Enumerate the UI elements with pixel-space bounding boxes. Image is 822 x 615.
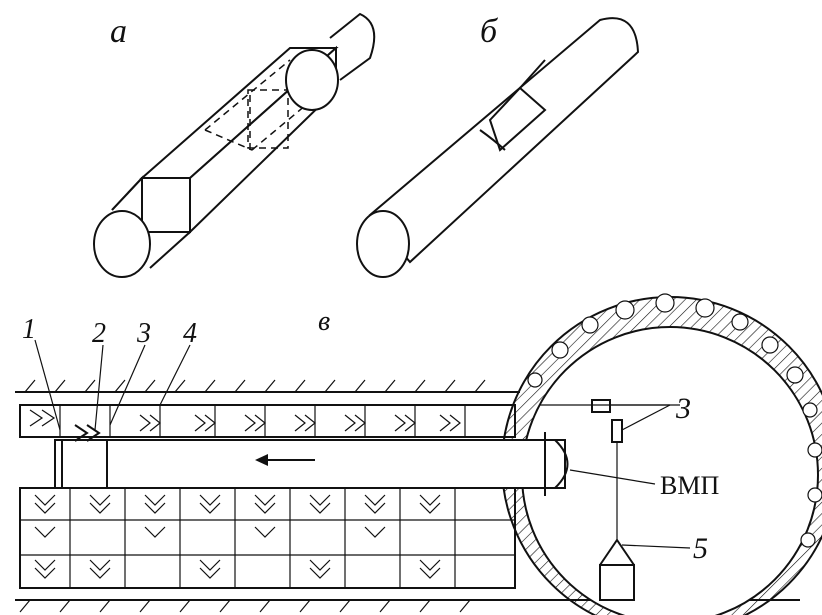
panel-c-label: в <box>318 306 330 337</box>
callout-3: 3 <box>136 318 151 349</box>
callout-5: 5 <box>693 532 708 565</box>
panel-c-mine-section <box>15 293 822 615</box>
callout-1: 1 <box>22 314 36 345</box>
panel-a-label: а <box>110 13 127 50</box>
callout-4: 4 <box>183 318 197 349</box>
callout-vmp: ВМП <box>660 471 719 500</box>
vent-duct <box>54 439 566 489</box>
panel-b-label: б <box>480 13 499 50</box>
callout-2: 2 <box>92 318 106 349</box>
panel-a-notched-log <box>93 12 376 278</box>
airflow-arrow <box>255 454 315 466</box>
callout-3-right: 3 <box>675 392 691 425</box>
panel-b-half-lap-log <box>356 17 640 278</box>
